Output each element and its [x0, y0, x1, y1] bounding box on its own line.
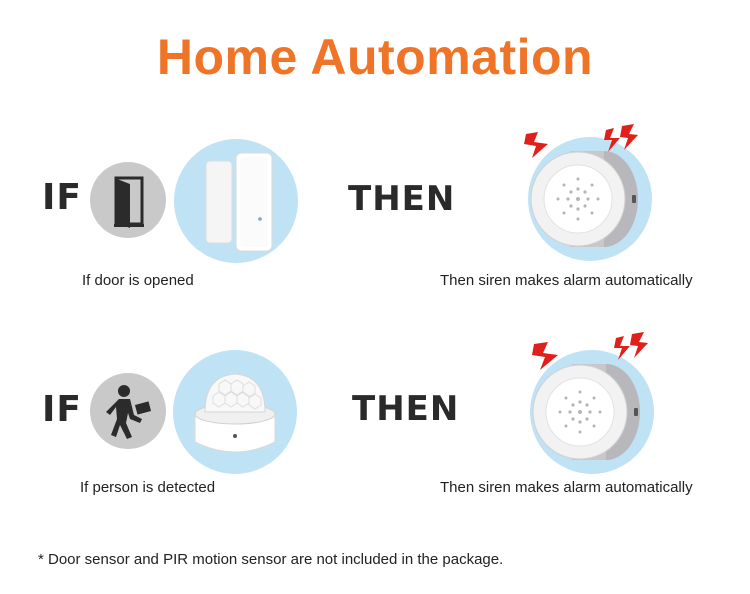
pir-sensor-icon	[173, 350, 297, 474]
door-sensor-icon	[174, 139, 298, 263]
result-caption: Then siren makes alarm automatically	[440, 272, 693, 289]
siren-icon	[530, 350, 654, 474]
alert-bolt-icon	[524, 132, 548, 158]
footnote: * Door sensor and PIR motion sensor are …	[38, 551, 504, 568]
if-label: IF	[42, 177, 82, 218]
door-icon	[90, 162, 166, 238]
page-title: Home Automation	[156, 29, 594, 85]
siren-icon	[528, 137, 652, 261]
condition-caption: If person is detected	[80, 479, 216, 496]
then-label: THEN	[348, 179, 456, 219]
if-label: IF	[42, 389, 82, 430]
then-label: THEN	[352, 389, 460, 429]
alert-bolt-icon	[604, 124, 638, 152]
alert-bolt-icon	[614, 332, 648, 360]
condition-caption: If door is opened	[82, 272, 194, 289]
walking-person-icon	[90, 373, 166, 449]
alert-bolt-icon	[532, 342, 558, 370]
result-caption: Then siren makes alarm automatically	[440, 479, 693, 496]
